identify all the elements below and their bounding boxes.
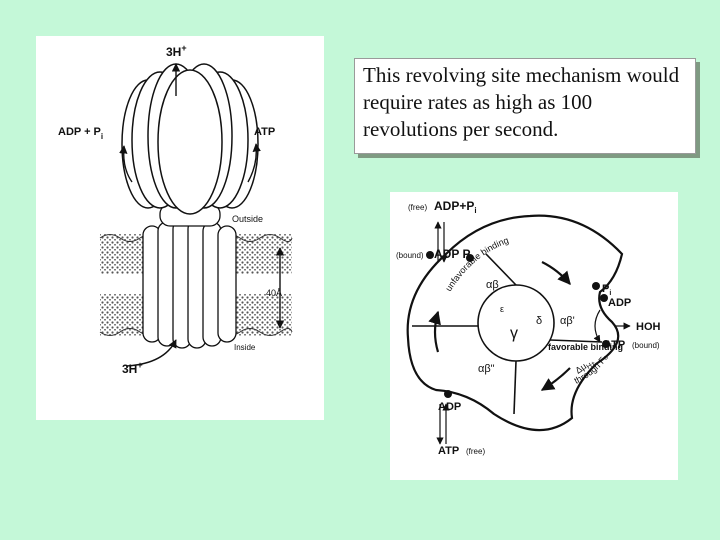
bottom-free-tag: (free) (466, 447, 485, 456)
free-top-label: ADP+Pi (434, 199, 477, 215)
binding-change-drawing: (free) ADP+Pi (bound) ADP Pi unfavorable… (396, 199, 661, 457)
alpha-beta-label: αβ (486, 279, 499, 291)
central-gamma (412, 253, 603, 415)
rotation-arrows (428, 261, 571, 391)
product-label: ATP (254, 126, 275, 138)
f1-head (121, 63, 259, 215)
atp-synthase-drawing: 3H+ ADP + Pi ATP Outside 40Å Inside 3H+ (58, 43, 293, 376)
right-atp-label: ATP (604, 339, 625, 351)
epsilon-label: ε (500, 304, 504, 314)
gamma-label: γ (510, 325, 518, 342)
fo-subunit (142, 219, 237, 349)
right-pi-label: Pi (602, 283, 611, 297)
unfavorable-binding-label: unfavorable binding (443, 235, 510, 293)
alpha-beta-double-label: αβ" (478, 363, 495, 375)
delta-label: δ (536, 315, 542, 327)
proton-bottom-label: 3H+ (122, 360, 143, 376)
alpha-beta-prime-label: αβ' (560, 315, 575, 327)
outside-label: Outside (232, 214, 263, 224)
bottom-atp-label: ATP (438, 445, 459, 457)
caption-note: This revolving site mechanism would requ… (354, 58, 696, 154)
nucleotide-sites (426, 251, 610, 398)
free-top-tag: (free) (408, 203, 427, 212)
inside-label: Inside (234, 343, 256, 352)
complex-boundary (406, 214, 624, 432)
substrate-label: ADP + Pi (58, 126, 103, 141)
favorable-binding-label: favorable binding (548, 342, 623, 352)
bottom-adp-label: ADP (438, 401, 461, 413)
bound-tag: (bound) (396, 251, 424, 260)
bound-adp-pi-label: ADP Pi (434, 247, 473, 263)
right-adp-label: ADP (608, 297, 631, 309)
right-bound-tag: (bound) (632, 341, 660, 350)
dimension-label: 40Å (266, 288, 282, 298)
proton-top-label: 3H+ (166, 43, 187, 59)
flow-arrows (119, 63, 285, 367)
hoh-label: HOH (636, 321, 661, 333)
atp-synthase-figure: 3H+ ADP + Pi ATP Outside 40Å Inside 3H+ (36, 36, 324, 420)
binding-change-figure: (free) ADP+Pi (bound) ADP Pi unfavorable… (390, 192, 678, 480)
exchange-arrows (434, 221, 631, 445)
